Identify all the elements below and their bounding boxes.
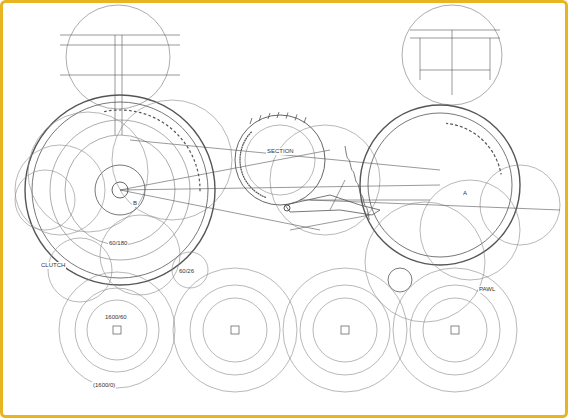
gear-teeth: [240, 132, 266, 198]
drawing-line: [115, 35, 116, 135]
part-label: 1600/60: [104, 314, 128, 321]
part-label: SECTION: [266, 148, 295, 155]
gear-circle: [15, 170, 75, 230]
pin: [304, 117, 306, 123]
gear-circle: [87, 300, 147, 360]
arbor-square: [451, 326, 459, 334]
drawing-line: [120, 190, 320, 230]
gear-circle: [235, 115, 325, 205]
drawing-line: [60, 75, 180, 76]
gear-teeth: [104, 110, 200, 192]
gear-circle: [59, 272, 175, 388]
drawing-line: [130, 140, 440, 170]
drawing-line: [60, 35, 180, 36]
gear-circles: [15, 5, 560, 392]
gear-circle: [173, 268, 297, 392]
drawing-line: [490, 38, 491, 80]
gear-circle: [15, 145, 105, 235]
gear-circle: [245, 125, 315, 195]
gear-circle: [270, 125, 380, 235]
gear-circle: [410, 285, 500, 375]
drawing-line: [410, 38, 500, 39]
pawl-spring: [345, 146, 369, 220]
pin: [286, 113, 288, 119]
part-label: 60/180: [108, 240, 128, 247]
gear-circle: [28, 112, 148, 232]
pin: [295, 114, 297, 120]
gear-circle: [100, 215, 180, 295]
pin: [268, 113, 270, 119]
drawing-line: [122, 35, 123, 135]
drawing-lines: [60, 30, 560, 230]
gear-circle: [172, 252, 208, 288]
part-label: PAWL: [478, 286, 496, 293]
drawing-line: [60, 45, 180, 46]
drawing-line: [410, 30, 500, 31]
part-label: 60/26: [178, 268, 195, 275]
gear-circle: [75, 288, 159, 372]
arbor-square: [231, 326, 239, 334]
pin: [259, 115, 261, 121]
lever: [285, 195, 380, 215]
gear-circle: [112, 100, 232, 220]
drawing-line: [120, 185, 440, 190]
gear-circle: [48, 238, 112, 302]
part-label: CLUTCH: [40, 262, 66, 269]
part-label: B: [132, 200, 138, 207]
drawing-line: [120, 150, 330, 190]
gear-circle: [388, 268, 412, 292]
lever-pivot: [284, 205, 290, 211]
gear-teeth: [446, 123, 501, 174]
gear-circle: [66, 5, 170, 109]
drawing-line: [310, 200, 560, 210]
gear-circle: [313, 298, 377, 362]
gear-circle: [300, 285, 390, 375]
arbor-square: [113, 326, 121, 334]
gear-circle: [190, 285, 280, 375]
gear-circle: [423, 298, 487, 362]
gear-circle: [283, 268, 407, 392]
gear-circle: [402, 5, 502, 105]
part-label: A: [462, 190, 468, 197]
drawing-line: [420, 70, 490, 71]
gear-circle: [420, 180, 520, 280]
arbor-square: [341, 326, 349, 334]
pin: [277, 112, 279, 118]
part-label: (1600/0): [92, 382, 116, 389]
drawing-line: [420, 38, 421, 80]
drawing-line: [290, 215, 370, 230]
gear-circle: [203, 298, 267, 362]
drawing-line: [330, 180, 345, 210]
gear-circle: [393, 268, 517, 392]
pin: [250, 118, 252, 124]
drawing-line: [452, 30, 453, 95]
gear-circle: [480, 165, 560, 245]
gear-circle: [365, 202, 485, 322]
